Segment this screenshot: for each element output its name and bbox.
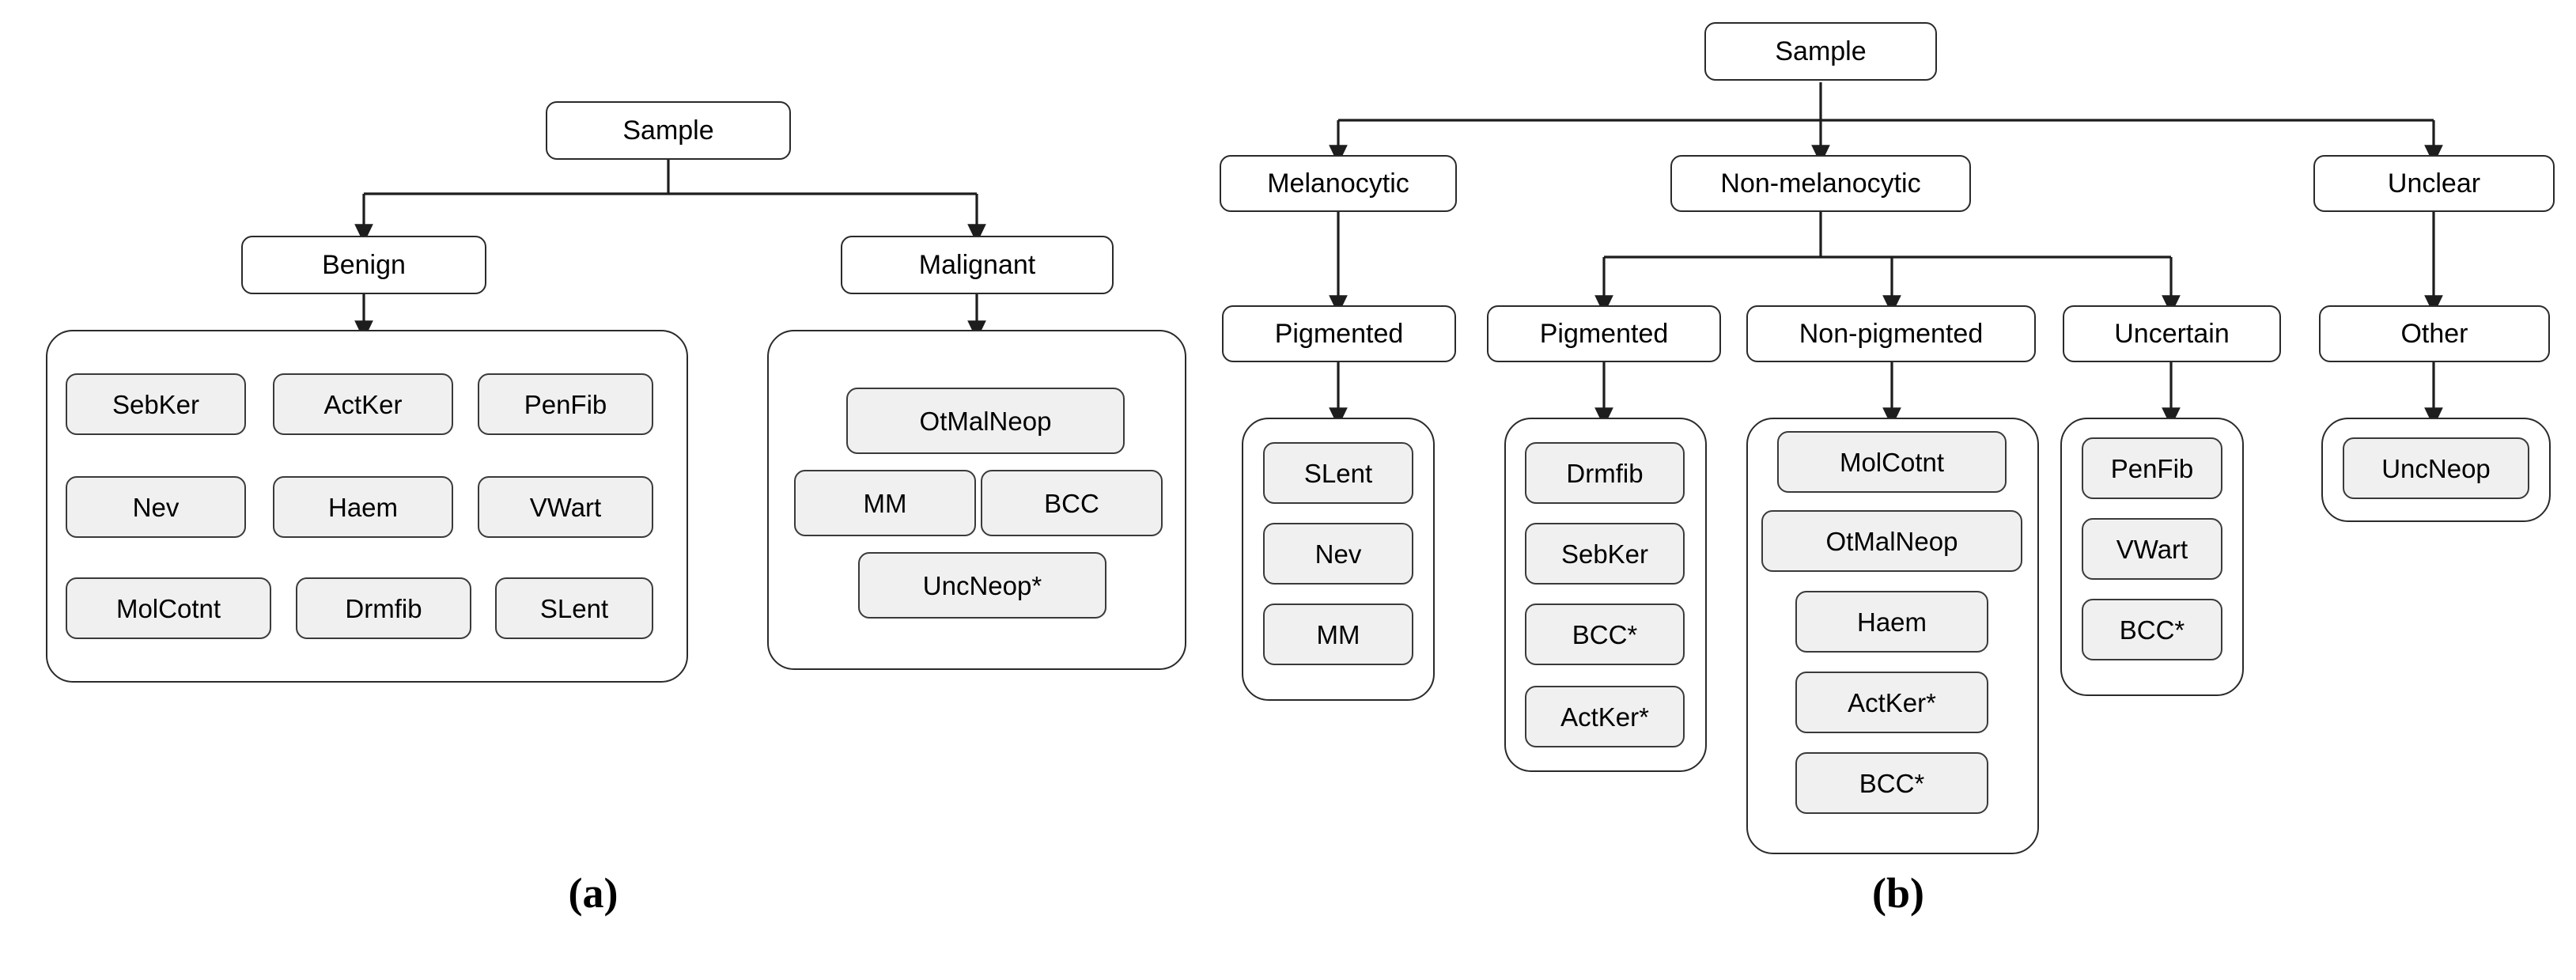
leaf-label: SebKer [1560,539,1649,569]
leaf-label: SLent [1303,458,1373,488]
node-melanocytic[interactable]: Melanocytic [1220,155,1457,212]
leaf-molcotnt-b[interactable]: MolCotnt [1777,431,2007,493]
node-label: Benign [322,250,406,280]
node-benign[interactable]: Benign [241,236,486,294]
leaf-penfib[interactable]: PenFib [478,373,653,435]
leaf-vwart[interactable]: VWart [478,476,653,538]
leaf-sebker-b[interactable]: SebKer [1525,523,1685,585]
leaf-slent-b[interactable]: SLent [1263,442,1413,504]
node-label: Pigmented [1539,319,1669,349]
node-label: Other [2400,319,2468,349]
node-malignant[interactable]: Malignant [841,236,1114,294]
leaf-nev-b[interactable]: Nev [1263,523,1413,585]
leaf-label: UncNeop* [922,570,1042,600]
leaf-actker-star-nonpigmented[interactable]: ActKer* [1795,672,1988,733]
leaf-label: ActKer* [1848,687,1936,717]
node-label: Malignant [918,250,1036,280]
node-non-melanocytic[interactable]: Non-melanocytic [1670,155,1971,212]
leaf-bcc-star-pigmented[interactable]: BCC* [1525,604,1685,665]
leaf-sebker[interactable]: SebKer [66,373,246,435]
node-unclear[interactable]: Unclear [2313,155,2555,212]
leaf-label: ActKer* [1560,702,1649,732]
leaf-label: Haem [327,492,399,522]
node-pigmented-nonmelanocytic[interactable]: Pigmented [1487,305,1721,362]
leaf-otmalneop[interactable]: OtMalNeop [846,388,1125,454]
leaf-label: SLent [539,593,609,623]
node-pigmented-melanocytic[interactable]: Pigmented [1222,305,1456,362]
leaf-label: UncNeop [2381,453,2491,483]
leaf-haem[interactable]: Haem [273,476,453,538]
leaf-label: MolCotnt [115,593,221,623]
node-sample-a[interactable]: Sample [546,101,791,160]
leaf-label: BCC [1044,488,1099,518]
leaf-uncneop-b[interactable]: UncNeop [2343,437,2529,499]
panel-caption-b: (b) [1872,869,1924,917]
node-sample-b[interactable]: Sample [1704,22,1937,81]
leaf-bcc-star-nonpigmented[interactable]: BCC* [1795,752,1988,814]
leaf-bcc-star-uncertain[interactable]: BCC* [2082,599,2222,660]
leaf-label: MM [1316,619,1360,649]
leaf-label: SebKer [112,389,200,419]
leaf-mm-b[interactable]: MM [1263,604,1413,665]
leaf-label: BCC* [1572,619,1638,649]
leaf-label: PenFib [524,389,607,419]
leaf-actker-star-pigmented[interactable]: ActKer* [1525,686,1685,747]
node-non-pigmented[interactable]: Non-pigmented [1746,305,2036,362]
leaf-nev[interactable]: Nev [66,476,246,538]
leaf-haem-b[interactable]: Haem [1795,591,1988,653]
leaf-label: MolCotnt [1839,447,1945,477]
leaf-label: BCC* [1859,768,1925,798]
leaf-vwart-b[interactable]: VWart [2082,518,2222,580]
panel-caption-a: (a) [568,869,618,917]
leaf-label: Nev [1314,539,1362,569]
leaf-uncneop-star[interactable]: UncNeop* [858,552,1106,619]
leaf-label: Drmfib [1566,458,1644,488]
node-label: Sample [622,115,714,146]
node-label: Unclear [2387,168,2481,199]
leaf-label: VWart [529,492,602,522]
leaf-actker[interactable]: ActKer [273,373,453,435]
leaf-label: MM [863,488,907,518]
node-label: Non-pigmented [1799,319,1984,349]
leaf-bcc[interactable]: BCC [981,470,1163,536]
leaf-drmfib[interactable]: Drmfib [296,577,471,639]
node-uncertain[interactable]: Uncertain [2063,305,2281,362]
leaf-label: VWart [2116,534,2188,564]
leaf-label: Drmfib [345,593,422,623]
node-label: Melanocytic [1267,168,1409,199]
leaf-label: OtMalNeop [1825,526,1958,556]
leaf-label: Haem [1856,607,1927,637]
leaf-label: PenFib [2110,453,2194,483]
leaf-mm[interactable]: MM [794,470,976,536]
leaf-label: BCC* [2119,615,2185,645]
node-label: Uncertain [2114,319,2230,349]
leaf-label: ActKer [323,389,403,419]
node-label: Sample [1775,36,1867,66]
node-label: Pigmented [1274,319,1404,349]
leaf-label: OtMalNeop [919,406,1052,436]
node-other[interactable]: Other [2319,305,2550,362]
leaf-label: Nev [132,492,180,522]
leaf-molcotnt[interactable]: MolCotnt [66,577,271,639]
leaf-drmfib-b[interactable]: Drmfib [1525,442,1685,504]
leaf-otmalneop-b[interactable]: OtMalNeop [1761,510,2022,572]
leaf-penfib-b[interactable]: PenFib [2082,437,2222,499]
node-label: Non-melanocytic [1720,168,1921,199]
leaf-slent[interactable]: SLent [495,577,653,639]
